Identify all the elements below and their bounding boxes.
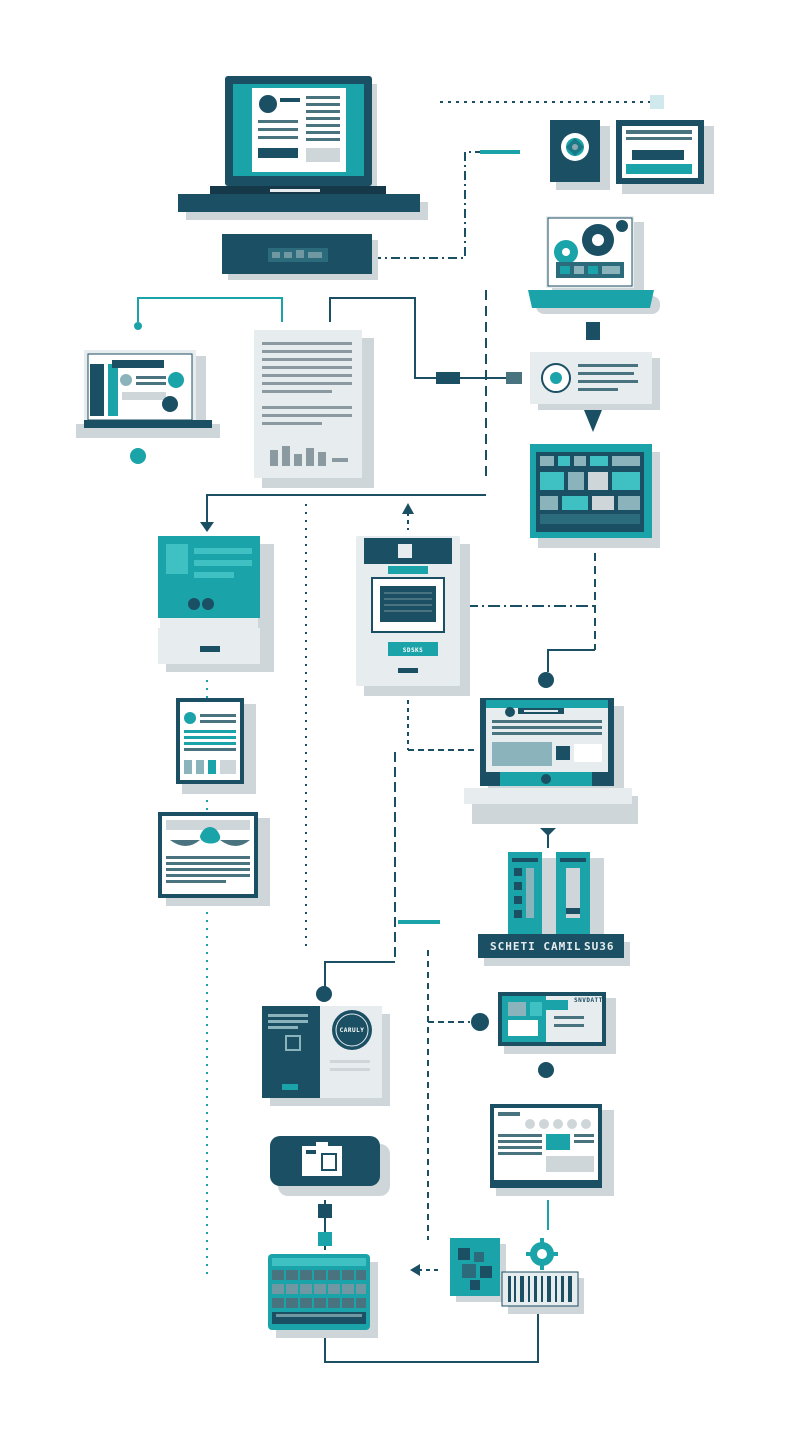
dashboard-icon [530, 444, 660, 548]
analytics-laptop-icon [76, 350, 220, 438]
puzzle-icon [450, 1238, 506, 1302]
kiosk-icon: SDSKS [356, 536, 470, 696]
card-reader-icon [270, 1136, 390, 1196]
keyboard-icon [268, 1254, 378, 1338]
server-rack-caption: SCHETI CAMIL [490, 940, 581, 953]
media-box-icon [550, 120, 610, 190]
kiosk-button-label: SDSKS [403, 647, 424, 654]
gear-workstation-icon [528, 216, 660, 314]
web-monitor-icon [490, 1104, 614, 1196]
book-badge: CARULY [340, 1027, 365, 1034]
gear-icon [526, 1238, 558, 1270]
report-monitor-icon [176, 698, 256, 794]
connector-nodes [130, 95, 664, 1246]
gear-icon [554, 220, 628, 278]
document-icon [254, 330, 374, 488]
tablet-badge: SNVDATT [574, 997, 603, 1004]
monitor-icon [616, 120, 714, 194]
server-rack-icon: SCHETI CAMIL SU36 [478, 852, 630, 966]
database-icon [222, 234, 378, 280]
laptop-icon [178, 76, 428, 220]
kiosk-button[interactable]: SDSKS [388, 642, 438, 656]
profile-card-icon [530, 352, 660, 410]
desktop-workstation-icon [464, 698, 638, 824]
tablet-icon: SNVDATT [498, 992, 616, 1054]
book-icon: CARULY [262, 1006, 390, 1106]
barcode-icon [501, 1271, 584, 1314]
server-rack-code: SU36 [584, 940, 615, 953]
atm-terminal-icon [158, 536, 274, 672]
chart-icon [158, 812, 270, 906]
